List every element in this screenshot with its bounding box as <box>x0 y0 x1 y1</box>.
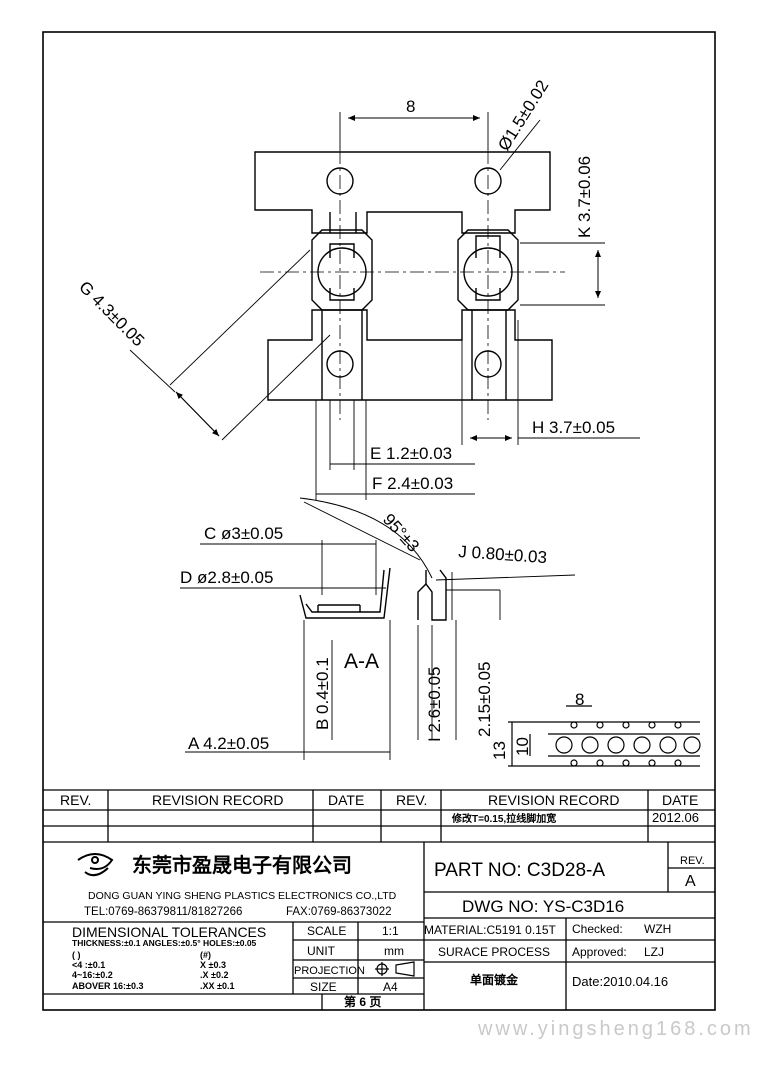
checked-label: Checked: <box>572 922 623 936</box>
centerlines <box>260 150 565 420</box>
dim-j: J 0.80±0.03 <box>458 542 548 567</box>
tolerance-col2-1: X ±0.3 <box>200 960 226 970</box>
projection-label: PROJECTION <box>294 965 365 977</box>
dim-angle: 95°±3 <box>379 510 423 556</box>
projection-symbol-icon <box>375 961 415 977</box>
material: MATERIAL:C5191 0.15T <box>424 923 557 937</box>
dimension-lines-top <box>129 112 640 500</box>
size-value: A4 <box>383 980 398 994</box>
dim-strip-w1: 13 <box>490 741 509 760</box>
rev-label: REV. <box>680 855 705 867</box>
tolerance-col2-0: (#) <box>200 950 211 960</box>
company-fax: FAX:0769-86373022 <box>286 906 392 918</box>
dim-hole-dia: Ø1.5±0.02 <box>494 77 552 154</box>
rev-header-3: DATE <box>328 792 364 808</box>
unit-label: UNIT <box>307 944 336 958</box>
scale-label: SCALE <box>307 924 346 938</box>
strip-view <box>508 705 701 767</box>
dim-strip-w2: 10 <box>513 737 532 756</box>
part-no: PART NO: C3D28-A <box>434 860 605 881</box>
unit-value: mm <box>384 944 404 958</box>
dim-top-pitch: 8 <box>406 97 415 116</box>
approved-value: LZJ <box>644 945 664 959</box>
rev-header-4: REV. <box>396 792 427 808</box>
sheet-number: 第 6 页 <box>344 994 381 1009</box>
dim-e: E 1.2±0.03 <box>370 444 452 463</box>
tolerance-col2-2: .X ±0.2 <box>200 970 228 980</box>
rev-entry-text: 修改T=0.15,拉线脚加宽 <box>451 812 556 825</box>
title-block <box>43 789 715 1010</box>
rev-header-1: REV. <box>60 792 91 808</box>
tolerance-col1-0: ( ) <box>72 950 81 960</box>
company-name-en: DONG GUAN YING SHENG PLASTICS ELECTRONIC… <box>88 890 397 902</box>
rev-entry-date: 2012.06 <box>652 810 699 825</box>
dim-a: A 4.2±0.05 <box>188 734 269 753</box>
watermark: www.yingsheng168.com <box>478 1018 754 1040</box>
surface-label: SURACE PROCESS <box>438 945 550 959</box>
tolerance-title: DIMENSIONAL TOLERANCES <box>72 924 266 940</box>
dim-d: D ø2.8±0.05 <box>180 568 273 587</box>
tolerance-line1: THICKNESS:±0.1 ANGLES:±0.5° HOLES:±0.05 <box>72 938 257 948</box>
dimension-lines-section <box>180 501 576 760</box>
date: Date:2010.04.16 <box>572 974 668 989</box>
dim-k: K 3.7±0.06 <box>575 156 594 238</box>
company-name-cn: 东莞市盈晟电子有限公司 <box>132 853 352 877</box>
tolerance-col1-1: <4 :±0.1 <box>72 960 105 970</box>
rev-header-5: REVISION RECORD <box>488 792 619 808</box>
dim-f: F 2.4±0.03 <box>372 474 453 493</box>
size-label: SIZE <box>310 980 337 994</box>
drawing-border <box>42 31 716 1011</box>
section-label: A-A <box>344 650 379 673</box>
checked-value: WZH <box>644 922 671 936</box>
dim-g: G 4.3±0.05 <box>75 277 148 350</box>
tolerance-col1-3: ABOVER 16:±0.3 <box>72 981 143 991</box>
rev-header-6: DATE <box>662 792 698 808</box>
company-logo <box>77 853 114 877</box>
rev-value: A <box>685 873 696 890</box>
approved-label: Approved: <box>572 945 627 959</box>
dim-h: H 3.7±0.05 <box>532 418 615 437</box>
dim-b: B 0.4±0.1 <box>313 657 332 730</box>
company-tel: TEL:0769-86379811/81827266 <box>84 906 242 918</box>
dim-c: C ø3±0.05 <box>204 524 283 543</box>
scale-value: 1:1 <box>382 924 399 938</box>
dim-strip-pitch: 8 <box>575 690 584 709</box>
top-view <box>254 151 553 401</box>
tolerance-col1-2: 4~16:±0.2 <box>72 970 113 980</box>
section-view <box>299 497 447 621</box>
tolerance-col2-3: .XX ±0.1 <box>200 981 234 991</box>
surface-value: 单面镀金 <box>470 972 519 987</box>
dim-i2: 2.15±0.05 <box>475 661 494 737</box>
dim-i1: I 2.6±0.05 <box>425 667 444 743</box>
rev-header-2: REVISION RECORD <box>152 792 283 808</box>
dwg-no: DWG NO: YS-C3D16 <box>462 897 624 916</box>
